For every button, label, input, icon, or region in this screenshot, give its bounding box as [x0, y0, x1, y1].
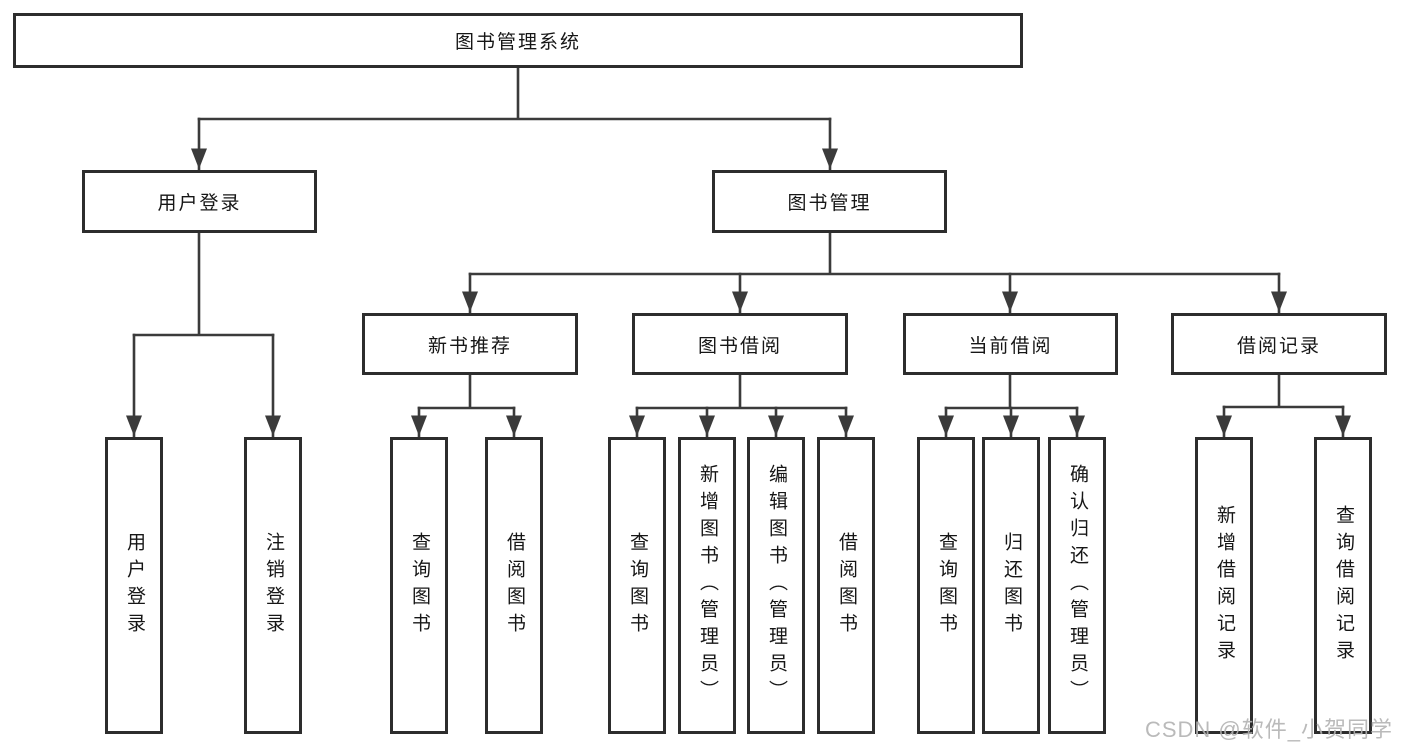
node-new-book-recommendation: 新书推荐: [362, 313, 578, 375]
leaf-query-books-current: 查询图书: [917, 437, 975, 734]
node-borrowing-records: 借阅记录: [1171, 313, 1387, 375]
leaf-add-book-admin-label: 新增图书（管理员）: [696, 464, 718, 707]
leaf-query-books-recommend-label: 查询图书: [408, 531, 430, 640]
leaf-borrow-books: 借阅图书: [817, 437, 875, 734]
leaf-query-books-recommend: 查询图书: [390, 437, 448, 734]
leaf-add-borrow-record: 新增借阅记录: [1195, 437, 1253, 734]
leaf-edit-book-admin-label: 编辑图书（管理员）: [765, 464, 787, 707]
leaf-edit-book-admin: 编辑图书（管理员）: [747, 437, 805, 734]
node-library-system: 图书管理系统: [13, 13, 1023, 68]
leaf-query-books-borrow-label: 查询图书: [626, 531, 648, 640]
leaf-confirm-return-admin-label: 确认归还（管理员）: [1066, 464, 1088, 707]
leaf-query-books-borrow: 查询图书: [608, 437, 666, 734]
node-book-borrowing: 图书借阅: [632, 313, 848, 375]
leaf-add-book-admin: 新增图书（管理员）: [678, 437, 736, 734]
leaf-query-books-current-label: 查询图书: [935, 531, 957, 640]
leaf-borrow-books-recommend: 借阅图书: [485, 437, 543, 734]
node-current-borrowing: 当前借阅: [903, 313, 1118, 375]
leaf-logout-login-label: 注销登录: [262, 531, 284, 640]
node-user-login: 用户登录: [82, 170, 317, 233]
leaf-user-login: 用户登录: [105, 437, 163, 734]
leaf-add-borrow-record-label: 新增借阅记录: [1213, 504, 1235, 667]
leaf-return-books: 归还图书: [982, 437, 1040, 734]
leaf-query-borrow-record: 查询借阅记录: [1314, 437, 1372, 734]
leaf-user-login-label: 用户登录: [123, 531, 145, 640]
leaf-confirm-return-admin: 确认归还（管理员）: [1048, 437, 1106, 734]
leaf-borrow-books-recommend-label: 借阅图书: [503, 531, 525, 640]
leaf-borrow-books-label: 借阅图书: [835, 531, 857, 640]
node-book-management: 图书管理: [712, 170, 947, 233]
leaf-logout-login: 注销登录: [244, 437, 302, 734]
leaf-return-books-label: 归还图书: [1000, 531, 1022, 640]
leaf-query-borrow-record-label: 查询借阅记录: [1332, 504, 1354, 667]
